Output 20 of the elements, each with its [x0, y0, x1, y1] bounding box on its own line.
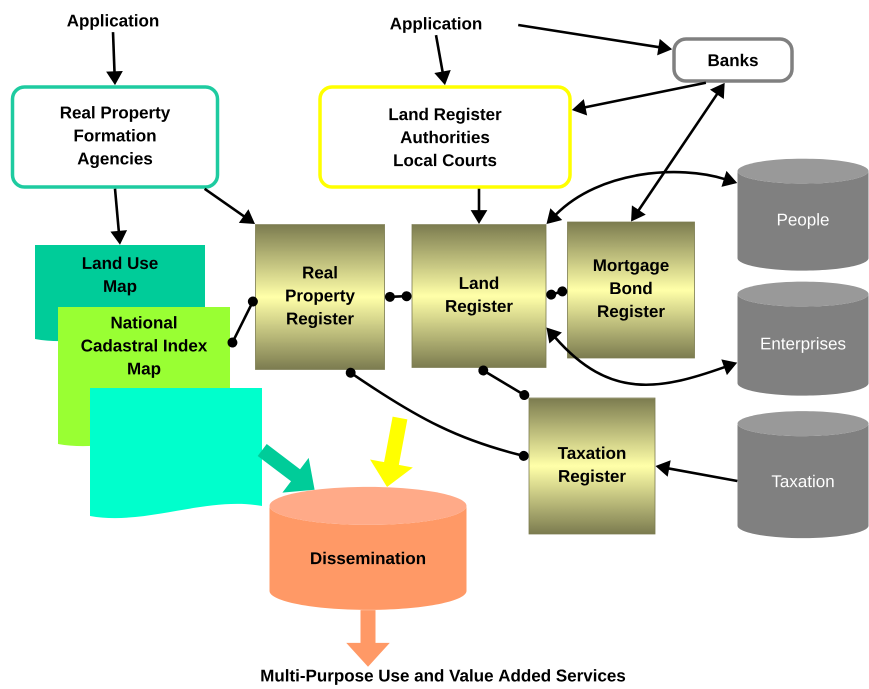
database-cylinder: Land Register — [412, 224, 546, 368]
database-cylinder: Real Property Register — [255, 224, 385, 370]
output-text: Multi-Purpose Use and Value Added Services — [261, 669, 626, 685]
heading-text: Application — [67, 14, 158, 30]
database-cylinder: Enterprises — [738, 282, 868, 396]
rounded-box: Land Register Authorities Local Courts — [318, 85, 572, 189]
map-sheet — [90, 388, 262, 518]
database-cylinder: People — [738, 158, 868, 271]
rounded-box: Real Property Formation Agencies — [10, 85, 220, 189]
database-cylinder: Taxation — [738, 411, 868, 538]
connector-line — [478, 365, 530, 400]
heading-text: Application — [390, 17, 482, 33]
database-cylinder: Mortgage Bond Register — [567, 222, 695, 358]
database-cylinder: Taxation Register — [528, 398, 656, 534]
connector-line — [546, 286, 568, 300]
database-cylinder: Dissemination — [270, 486, 466, 610]
connector-line — [346, 368, 529, 461]
connector-line — [384, 291, 412, 302]
connector-line — [227, 296, 258, 348]
rounded-box: Banks — [672, 37, 794, 83]
